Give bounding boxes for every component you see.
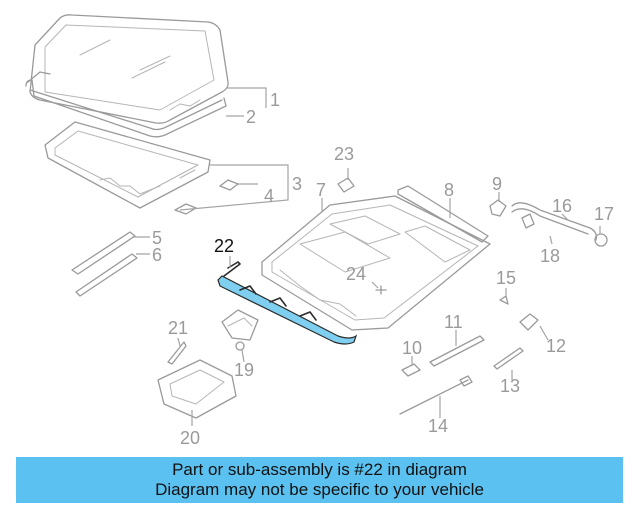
- callout-14: 14: [428, 416, 448, 436]
- callout-11: 11: [444, 312, 463, 332]
- info-banner: Part or sub-assembly is #22 in diagram D…: [16, 457, 623, 503]
- sunroof-seal: [25, 71, 227, 138]
- cover-cap: [401, 363, 421, 377]
- sunroof-frame: [44, 121, 211, 209]
- banner-line-1: Part or sub-assembly is #22 in diagram: [172, 460, 467, 479]
- banner-line-2: Diagram may not be specific to your vehi…: [155, 480, 484, 499]
- drain-hose: [511, 202, 608, 247]
- bracket-12: [519, 313, 539, 331]
- leader-lines: [132, 87, 601, 426]
- sunroof-housing: [261, 195, 491, 331]
- side-guide-rails: [71, 231, 138, 297]
- callout-20: 20: [180, 428, 200, 448]
- right-rail-11: [429, 335, 485, 367]
- rail-13: [493, 347, 524, 370]
- screw-24: [375, 285, 387, 295]
- pin-15: [499, 295, 509, 305]
- callout-16: 16: [552, 196, 572, 216]
- callout-9: 9: [492, 174, 502, 194]
- parts-diagram: 1 2 3 4 5 6 7 8 9 10 11 12 13 14 15 16 1…: [25, 14, 614, 448]
- callout-10: 10: [402, 338, 422, 358]
- motor-bracket: [489, 199, 507, 217]
- callout-24: 24: [346, 264, 366, 284]
- clip-23: [337, 177, 355, 193]
- callout-6: 6: [152, 245, 162, 265]
- callout-4: 4: [264, 186, 274, 206]
- callout-1: 1: [270, 90, 280, 110]
- callout-18: 18: [540, 246, 560, 266]
- callout-21: 21: [168, 318, 188, 338]
- rear-rail: [397, 185, 489, 243]
- cable-14: [399, 375, 473, 415]
- rod-21: [167, 341, 187, 365]
- callout-17: 17: [594, 204, 614, 224]
- sunroof-glass-panel: [29, 14, 229, 124]
- callout-15: 15: [496, 268, 516, 288]
- callout-22: 22: [214, 236, 234, 256]
- callout-12: 12: [546, 336, 566, 356]
- callout-labels: 1 2 3 4 5 6 7 8 9 10 11 12 13 14 15 16 1…: [152, 90, 614, 448]
- callout-13: 13: [500, 376, 520, 396]
- callout-2: 2: [246, 107, 256, 127]
- callout-8: 8: [444, 180, 454, 200]
- base-plate-20: [157, 359, 237, 419]
- callout-19: 19: [234, 360, 254, 380]
- highlighted-part-22[interactable]: [217, 261, 358, 345]
- callout-5: 5: [152, 228, 162, 248]
- motor-19: [221, 309, 259, 351]
- callout-7: 7: [316, 180, 326, 200]
- callout-23: 23: [334, 144, 354, 164]
- callout-3: 3: [292, 174, 302, 194]
